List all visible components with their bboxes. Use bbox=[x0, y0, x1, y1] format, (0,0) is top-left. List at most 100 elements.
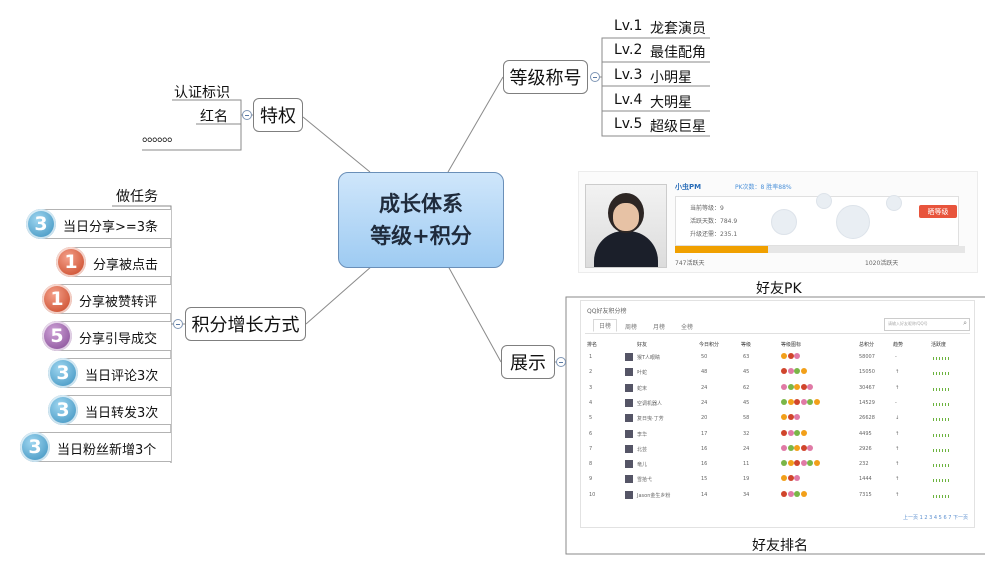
ranking-search-input[interactable]: 请输入好友昵称/QQ号 ⌕ bbox=[884, 318, 970, 331]
friend-avatar bbox=[836, 205, 870, 239]
pk-user-name[interactable]: 小虫PM bbox=[675, 183, 702, 191]
points-badge: 3 bbox=[20, 432, 50, 462]
header-total: 总积分 bbox=[859, 342, 875, 348]
level-icon bbox=[781, 429, 787, 436]
total-points-cell: 15050 bbox=[859, 369, 875, 376]
central-topic[interactable]: 成长体系 等级+积分 bbox=[338, 172, 504, 268]
collapse-privilege[interactable] bbox=[242, 110, 252, 120]
level-icon bbox=[813, 398, 820, 405]
level-icon bbox=[781, 475, 787, 482]
rank-caption[interactable]: 好友排名 bbox=[752, 538, 808, 554]
today-points-cell: 24 bbox=[701, 384, 708, 391]
friend-avatar bbox=[625, 414, 633, 423]
pk-caption[interactable]: 好友PK bbox=[756, 281, 802, 297]
total-points-cell: 232 bbox=[859, 461, 869, 468]
privilege-item-2[interactable]: 红名 bbox=[200, 109, 228, 125]
level-icon bbox=[787, 490, 794, 497]
task-item-6[interactable]: 3 当日转发3次 bbox=[48, 395, 171, 425]
tab-all[interactable]: 全榜 bbox=[681, 324, 694, 331]
level-item-1[interactable]: Lv.1 龙套演员 bbox=[602, 15, 710, 39]
task-label: 当日粉丝新增3个 bbox=[57, 443, 157, 458]
connector-points-growth bbox=[305, 265, 373, 325]
collapse-points-growth[interactable] bbox=[173, 319, 183, 329]
points-badge: 3 bbox=[48, 358, 78, 388]
tab-daily[interactable]: 日榜 bbox=[593, 319, 618, 332]
pk-stats: PK次数：8 胜率88% bbox=[735, 184, 792, 191]
level-icon bbox=[800, 429, 807, 436]
activity-sparkline bbox=[933, 372, 949, 376]
trend-cell: ↑ bbox=[895, 476, 900, 483]
trend-cell: ↑ bbox=[895, 384, 900, 391]
level-item-5[interactable]: Lv.5 超级巨星 bbox=[602, 113, 710, 137]
show-level-button[interactable]: 晒等级 bbox=[919, 205, 957, 218]
level-icon bbox=[794, 414, 800, 421]
level-icons bbox=[781, 353, 801, 361]
level-icon bbox=[800, 460, 807, 467]
privilege-item-3[interactable]: 。。。。。。 bbox=[142, 129, 181, 145]
activity-sparkline bbox=[933, 479, 949, 483]
task-item-2[interactable]: 1 分享被点击 bbox=[56, 247, 171, 277]
today-points-cell: 16 bbox=[701, 461, 708, 468]
tasks-header[interactable]: 做任务 bbox=[116, 189, 158, 205]
level-icon bbox=[787, 383, 794, 390]
header-today: 今日积分 bbox=[699, 342, 720, 348]
ranking-pager[interactable]: 上一页 1 2 3 4 5 6 7 下一页 bbox=[903, 515, 968, 521]
level-icon bbox=[794, 475, 800, 482]
ranking-title: QQ好友积分榜 bbox=[587, 308, 627, 315]
level-icons bbox=[781, 429, 807, 438]
tab-weekly[interactable]: 周榜 bbox=[625, 324, 638, 331]
connector-display bbox=[447, 265, 502, 363]
level-icon bbox=[787, 353, 794, 359]
central-topic-line1: 成长体系 bbox=[379, 192, 463, 216]
branch-level-title[interactable]: 等级称号 bbox=[503, 60, 588, 94]
level-item-4[interactable]: Lv.4 大明星 bbox=[602, 89, 710, 113]
task-item-7[interactable]: 3 当日粉丝新增3个 bbox=[20, 432, 171, 462]
task-item-4[interactable]: 5 分享引导成交 bbox=[42, 321, 171, 351]
collapse-level-title[interactable] bbox=[590, 72, 600, 82]
collapse-display[interactable] bbox=[556, 357, 566, 367]
connector-lv5 bbox=[601, 38, 710, 137]
friend-avatar bbox=[771, 209, 797, 235]
total-points-cell: 1444 bbox=[859, 476, 872, 483]
branch-points-growth[interactable]: 积分增长方式 bbox=[185, 307, 306, 341]
connector-rank bbox=[565, 297, 985, 555]
level-icon bbox=[800, 368, 807, 375]
task-item-1[interactable]: 3 当日分享>=3条 bbox=[26, 209, 171, 239]
level-icon bbox=[800, 383, 807, 390]
branch-display[interactable]: 展示 bbox=[501, 345, 555, 379]
friend-avatar bbox=[625, 475, 633, 484]
level-item-3[interactable]: Lv.3 小明星 bbox=[602, 64, 710, 88]
ranking-tabs: 日榜 周榜 月榜 全榜 bbox=[585, 319, 970, 334]
task-label: 当日分享>=3条 bbox=[63, 220, 159, 235]
points-badge: 1 bbox=[42, 284, 72, 314]
activity-sparkline bbox=[933, 494, 949, 498]
level-item-2[interactable]: Lv.2 最佳配角 bbox=[602, 39, 710, 63]
connector-level-title bbox=[447, 76, 504, 173]
friend-name-cell: 北芸 bbox=[637, 446, 648, 453]
level-icon bbox=[794, 368, 800, 375]
level-cell: 19 bbox=[743, 476, 750, 483]
tab-monthly[interactable]: 月榜 bbox=[653, 324, 666, 331]
friend-avatar bbox=[816, 193, 832, 209]
branch-privilege[interactable]: 特权 bbox=[253, 98, 303, 132]
trend-cell: ↑ bbox=[895, 461, 900, 468]
central-topic-line2: 等级+积分 bbox=[370, 224, 472, 248]
task-item-5[interactable]: 3 当日评论3次 bbox=[48, 358, 171, 388]
rank-cell: 10 bbox=[589, 491, 596, 498]
connector-privilege bbox=[302, 116, 371, 173]
search-icon[interactable]: ⌕ bbox=[963, 319, 967, 327]
privilege-item-1[interactable]: 认证标识 bbox=[174, 85, 230, 101]
header-level: 等级 bbox=[741, 342, 752, 348]
trend-cell: - bbox=[895, 354, 897, 360]
task-item-3[interactable]: 1 分享被赞转评 bbox=[42, 284, 171, 314]
